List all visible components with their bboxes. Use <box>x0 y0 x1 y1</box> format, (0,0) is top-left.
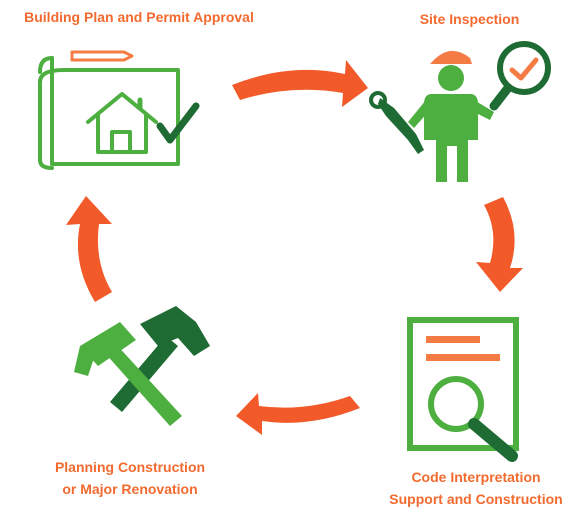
blueprint-house-icon <box>38 50 180 170</box>
step-label-planning-line1: Planning Construction <box>54 459 206 475</box>
magnifier-check-icon <box>489 41 551 111</box>
document-magnifier-icon <box>407 317 519 462</box>
arrow-right <box>476 197 523 292</box>
wrench-icon <box>369 91 424 154</box>
arrow-left <box>66 196 112 302</box>
hammer-tools-icon <box>74 306 210 426</box>
step-label-code-line2: Support and Construction <box>389 491 563 507</box>
step-label-building-plan: Building Plan and Permit Approval <box>24 9 254 25</box>
inspector-icon <box>408 50 494 182</box>
arrow-top <box>232 60 368 107</box>
step-label-site-inspection: Site Inspection <box>419 11 520 27</box>
step-label-code-line1: Code Interpretation <box>411 469 541 485</box>
arrow-bottom <box>236 393 360 435</box>
checkmark-icon <box>156 102 200 144</box>
step-label-planning-line2: or Major Renovation <box>62 481 198 497</box>
